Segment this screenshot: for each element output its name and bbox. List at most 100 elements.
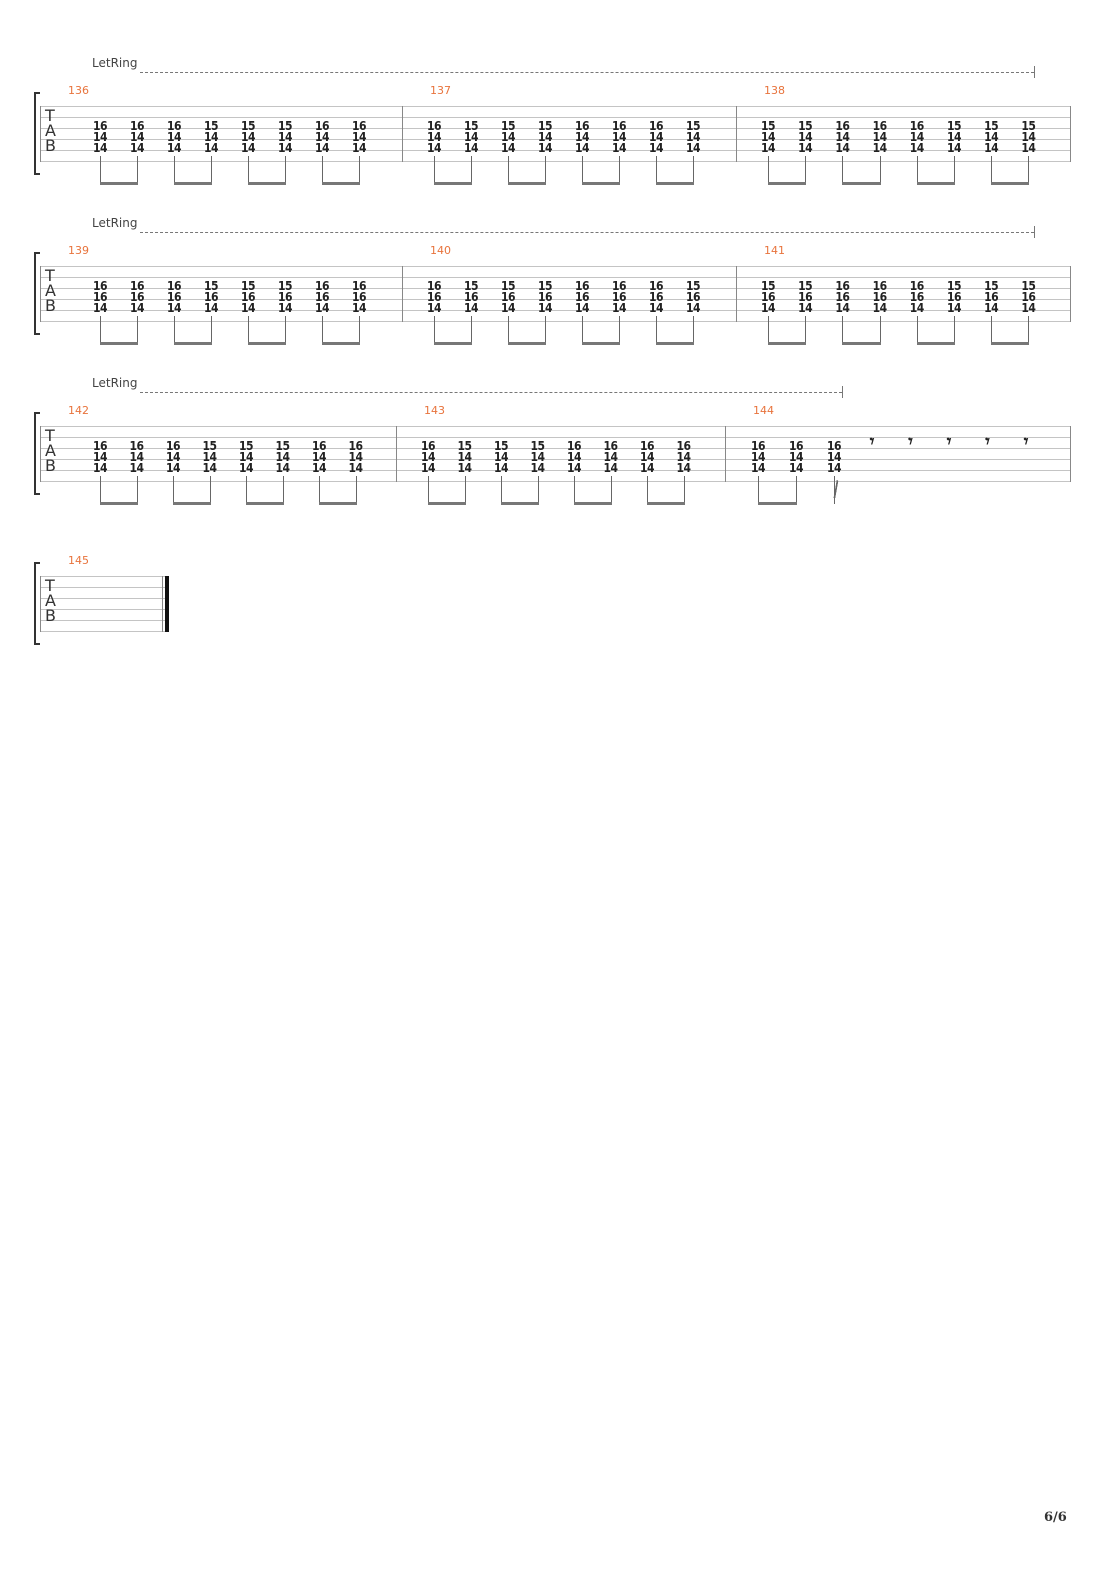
note-stem [916,156,918,184]
fret-number: 16 [872,279,888,293]
fret-number: 16 [463,290,479,304]
fret-number: 15 [275,439,290,453]
fret-number: 14 [493,461,509,475]
note-beam [100,182,138,185]
tab-clef-letter-b: B [45,606,56,625]
brace-bottom-cap [34,333,40,335]
tab-clef-letter-t: T [45,106,55,125]
note-stem [768,156,769,184]
staff-line [40,128,1070,129]
fret-number: 14 [314,130,330,144]
note-stem [574,476,575,504]
fret-number: 16 [314,279,330,293]
fret-number: 15 [457,439,472,453]
fret-number: 14 [566,450,582,464]
fret-number: 14 [603,461,618,475]
note-stem [211,316,212,344]
fret-number: 14 [202,450,217,464]
tab-clef-letter-b: B [45,296,56,315]
fret-number: 16 [835,119,850,133]
note-stem [683,476,685,504]
staff-line [40,106,1070,107]
final-barline [165,576,169,632]
fret-number: 14 [760,141,776,155]
note-stem [508,316,509,344]
fret-number: 14 [348,450,363,464]
note-stem [842,316,844,344]
note-stem [537,476,539,504]
fret-number: 14 [203,130,219,144]
staff-line [40,161,1070,162]
note-stem [501,476,502,504]
note-stem [768,316,769,344]
fret-number: 16 [750,439,766,453]
fret-number: 16 [648,119,664,133]
fret-number: 14 [685,301,701,315]
fret-number: 14 [129,130,145,144]
fret-number: 14 [537,130,553,144]
fret-number: 16 [611,279,627,293]
fret-number: 14 [426,130,442,144]
fret-number: 16 [872,290,888,304]
fret-number: 16 [984,290,999,304]
fret-number: 15 [238,439,254,453]
note-stem [656,316,657,344]
note-beam [248,342,286,345]
staff-line [40,117,1070,118]
note-stem [209,476,211,504]
fret-number: 14 [457,450,472,464]
staff-line [40,299,1070,300]
fret-number: 14 [946,130,962,144]
fret-number: 16 [909,119,925,133]
note-beam [434,182,472,185]
fret-number: 14 [129,141,145,155]
staff-line [40,448,1070,449]
fret-number: 15 [984,119,999,133]
fret-number: 16 [203,290,219,304]
note-beam [434,342,472,345]
fret-number: 16 [611,119,627,133]
fret-number: 15 [798,279,813,293]
eighth-rest-symbol: 𝄾 [1023,432,1029,452]
let-ring-end-marker [842,386,843,398]
note-beam [656,342,694,345]
note-stem [174,316,175,344]
fret-number: 14 [165,461,181,475]
note-stem [619,316,620,344]
note-stem [471,156,472,184]
fret-number: 14 [872,130,888,144]
fret-number: 14 [277,130,293,144]
note-beam [319,502,357,505]
barline [40,266,41,322]
fret-number: 14 [311,450,327,464]
fret-number: 14 [92,130,108,144]
fret-number: 16 [311,439,327,453]
note-stem [545,316,546,344]
staff-line [40,587,168,588]
fret-number: 15 [277,279,293,293]
measure-number: 140 [430,244,451,257]
fret-number: 14 [351,141,367,155]
fret-number: 14 [92,141,108,155]
fret-number: 14 [826,450,842,464]
note-stem [100,316,101,344]
fret-number: 14 [639,461,655,475]
fret-number: 16 [166,290,182,304]
note-beam [991,182,1030,185]
note-beam [100,342,138,345]
fret-number: 16 [129,290,145,304]
fret-number: 14 [314,301,330,315]
fret-number: 14 [500,301,516,315]
note-stem [464,476,466,504]
fret-number: 14 [203,301,219,315]
tab-clef-letter-t: T [45,426,55,445]
fret-number: 14 [798,130,813,144]
measure-number: 141 [764,244,785,257]
fret-number: 14 [537,301,553,315]
fret-number: 14 [984,301,999,315]
fret-number: 16 [826,439,842,453]
fret-number: 16 [872,119,888,133]
fret-number: 16 [277,290,293,304]
fret-number: 15 [946,279,962,293]
note-stem [174,156,175,184]
